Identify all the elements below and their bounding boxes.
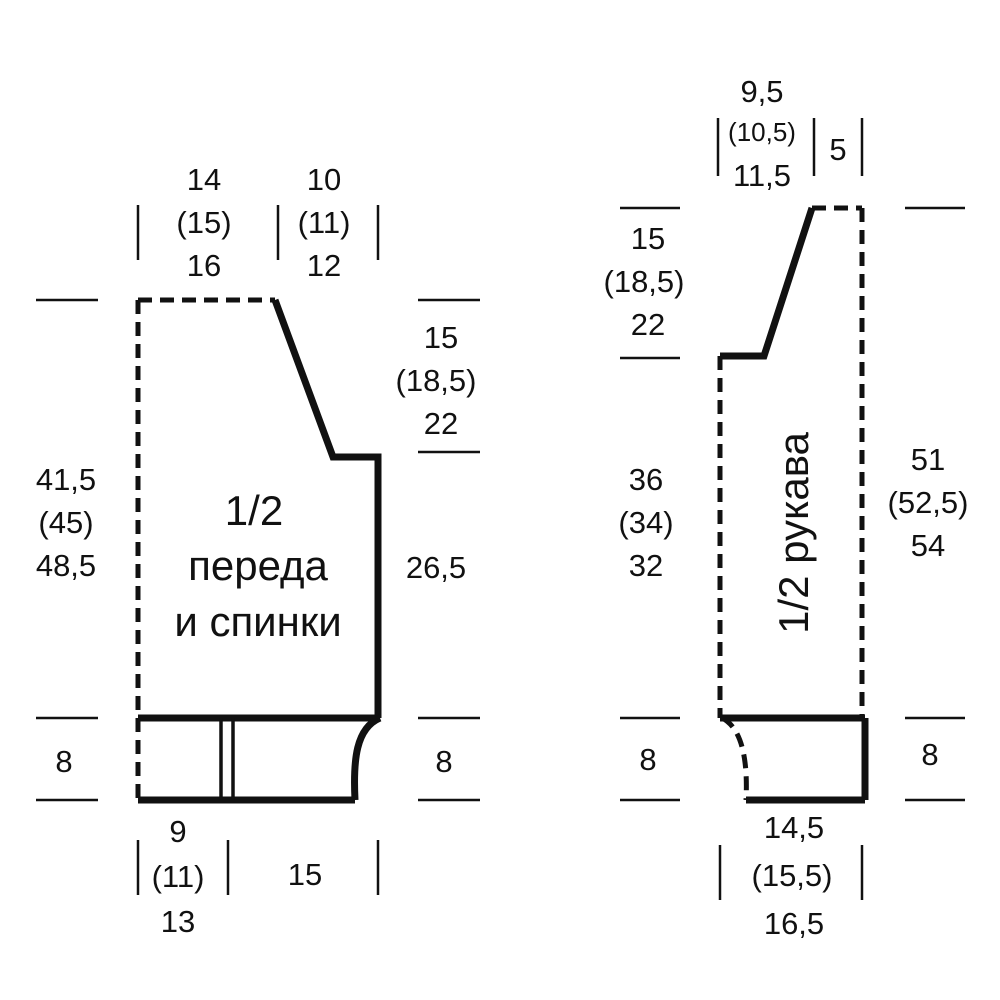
sleeve-top-width-2: (10,5) (728, 117, 796, 147)
sleeve-height-3: 32 (629, 548, 663, 583)
sleeve-cuff-dashed-curve (720, 715, 749, 801)
body-bottom-right-width: 15 (288, 857, 322, 892)
body-top-shoulder-width-1: 10 (307, 162, 341, 197)
body-top-left-width-3: 16 (187, 248, 221, 283)
body-armhole-height-3: 22 (424, 406, 458, 441)
sleeve-top-small-width: 5 (829, 132, 846, 167)
sleeve-bottom-width-2: (15,5) (752, 858, 833, 893)
sleeve-cap-height-1: 15 (631, 221, 665, 256)
body-title-line-1: 1/2 (225, 487, 283, 534)
body-neck-and-side-edge (271, 298, 382, 718)
body-side-height: 26,5 (406, 550, 466, 585)
sleeve-cap-height-3: 22 (631, 307, 665, 342)
body-piece: 1/2 переда и спинки 14 (15) 16 10 (11) 1… (36, 162, 480, 939)
sleeve-bottom-width-3: 16,5 (764, 906, 824, 941)
sleeve-height-1: 36 (629, 462, 663, 497)
body-hem-curve (351, 714, 382, 801)
body-top-left-width-1: 14 (187, 162, 221, 197)
sleeve-cap-height-2: (18,5) (604, 264, 685, 299)
body-hem-left-height: 8 (55, 744, 72, 779)
sleeve-height-2: (34) (618, 505, 673, 540)
sleeve-hem-left-height: 8 (639, 742, 656, 777)
body-total-height-2: (45) (38, 505, 93, 540)
sleeve-bottom-width-1: 14,5 (764, 810, 824, 845)
sleeve-total-height-3: 54 (911, 528, 945, 563)
body-total-height-3: 48,5 (36, 548, 96, 583)
sleeve-hem-right-height: 8 (921, 737, 938, 772)
sleeve-title: 1/2 рукава (770, 431, 817, 633)
body-top-shoulder-width-3: 12 (307, 248, 341, 283)
sleeve-cap-edge (720, 206, 816, 360)
body-total-height-1: 41,5 (36, 462, 96, 497)
sleeve-total-height-2: (52,5) (888, 485, 969, 520)
body-bottom-left-width-3: 13 (161, 904, 195, 939)
body-top-shoulder-width-2: (11) (298, 205, 351, 240)
body-hem-right-height: 8 (435, 744, 452, 779)
body-bottom-left-width-1: 9 (169, 814, 186, 849)
sleeve-top-width-3: 11,5 (733, 158, 791, 193)
body-armhole-height-1: 15 (424, 320, 458, 355)
sleeve-top-width-1: 9,5 (740, 74, 783, 109)
body-bottom-left-width-2: (11) (152, 859, 205, 894)
sleeve-total-height-1: 51 (911, 442, 945, 477)
body-title-line-2: переда (188, 542, 328, 589)
body-title-line-3: и спинки (174, 598, 341, 645)
body-armhole-height-2: (18,5) (396, 363, 477, 398)
body-top-left-width-2: (15) (176, 205, 231, 240)
sleeve-piece: 1/2 рукава 9,5 (10,5) 11,5 5 15 (18,5) 2… (604, 74, 969, 941)
